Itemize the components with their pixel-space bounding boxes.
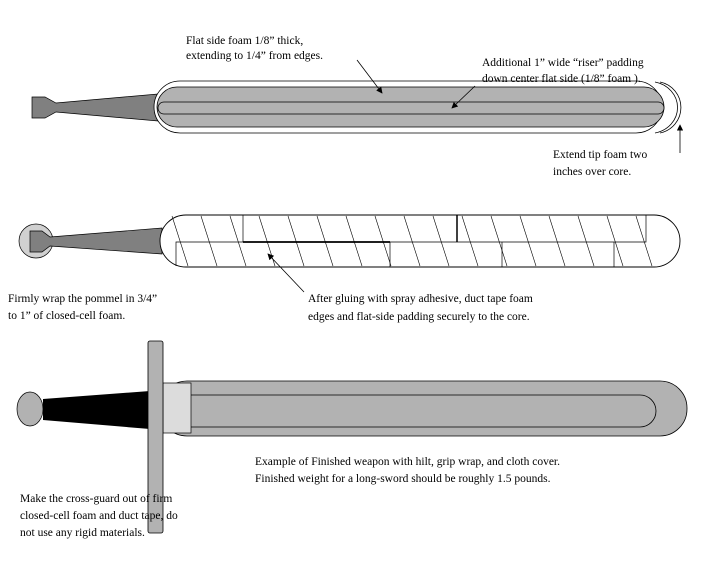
arrow-flat-side (356, 59, 383, 94)
label-crossguard-3: not use any rigid materials. (20, 527, 145, 539)
tape-wrap-line (548, 215, 566, 267)
handle-core (29, 227, 163, 255)
label-flat-side-1: Flat side foam 1/8” thick, (186, 35, 303, 47)
tape-wrap-line (171, 215, 189, 267)
tape-wrap-line (287, 215, 305, 267)
label-tape-2: edges and flat-side padding securely to … (308, 311, 530, 323)
tape-wrap-line (316, 215, 334, 267)
riser-padding (157, 101, 665, 115)
label-finished-1: Example of Finished weapon with hilt, gr… (255, 456, 560, 468)
handle-core (31, 93, 159, 122)
tape-wrap-line (345, 215, 363, 267)
arrow-riser (451, 85, 476, 109)
taped-blade (159, 214, 681, 268)
label-pommel-1: Firmly wrap the pommel in 3/4” (8, 293, 157, 305)
label-pommel-2: to 1” of closed-cell foam. (8, 310, 125, 322)
label-tip-1: Extend tip foam two (553, 149, 647, 161)
grip-wrap (162, 382, 192, 434)
label-tape-1: After gluing with spray adhesive, duct t… (308, 293, 533, 305)
cross-guard (147, 340, 164, 534)
grip (43, 391, 150, 429)
label-riser-2: down center flat side (1/8” foam ). (482, 73, 641, 85)
tape-wrap-line (374, 215, 392, 267)
arrow-tape (267, 253, 305, 293)
tape-wrap-line (490, 215, 508, 267)
tip-foam-extension (654, 81, 678, 134)
tape-wrap-line (577, 215, 595, 267)
pommel (16, 391, 44, 427)
label-flat-side-2: extending to 1/4” from edges. (186, 50, 323, 62)
sword-step-2: Firmly wrap the pommel in 3/4” to 1” of … (8, 214, 681, 323)
label-finished-2: Finished weight for a long-sword should … (255, 473, 551, 485)
tape-wrap-line (461, 215, 479, 267)
tape-wrap-line (635, 215, 653, 267)
label-tip-2: inches over core. (553, 166, 631, 178)
padding-outline (175, 215, 647, 266)
sword-step-3-finished: Example of Finished weapon with hilt, gr… (16, 340, 688, 539)
tape-wrap-line (200, 215, 218, 267)
label-crossguard-1: Make the cross-guard out of firm (20, 493, 172, 505)
blade (159, 380, 688, 437)
tip-foam-outer (659, 81, 682, 134)
label-crossguard-2: closed-cell foam and duct tape, do (20, 510, 178, 522)
blade-core-outline (191, 394, 657, 428)
tape-wrap-line (432, 215, 450, 267)
tape-wrap-line (229, 215, 247, 267)
label-riser-1: Additional 1” wide “riser” padding (482, 57, 644, 69)
tape-wrap-line (519, 215, 537, 267)
sword-step-1: Flat side foam 1/8” thick, extending to … (31, 35, 684, 178)
tape-wrap-line (606, 215, 624, 267)
tape-wrap-line (403, 215, 421, 267)
